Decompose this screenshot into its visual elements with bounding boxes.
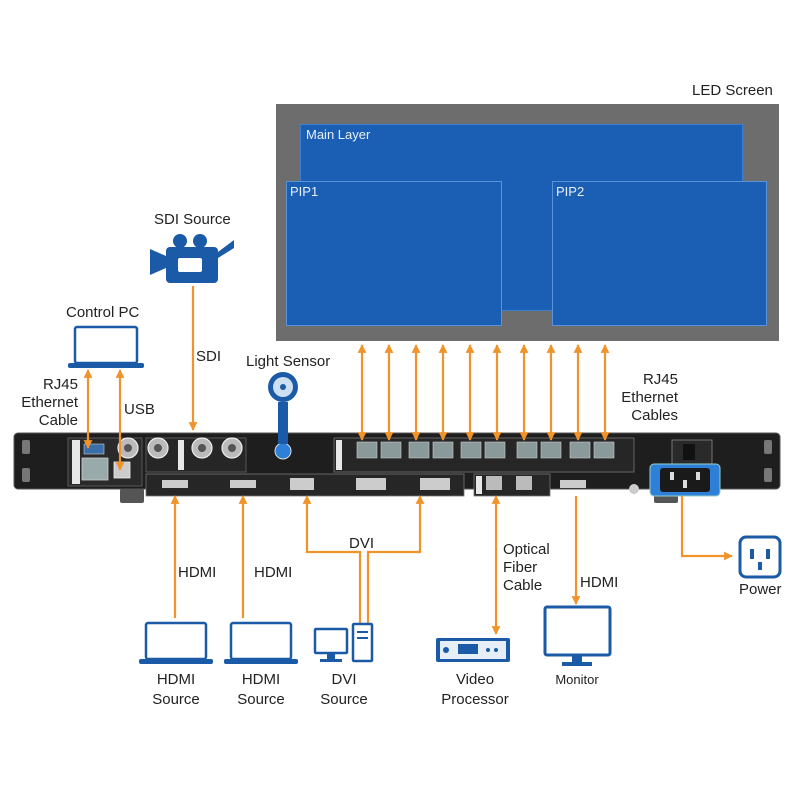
usb-label: USB bbox=[124, 401, 155, 418]
video-camera-icon bbox=[150, 234, 234, 283]
monitor-icon bbox=[543, 605, 612, 666]
light-sensor-port bbox=[274, 442, 292, 460]
dvi-source-label: DVI Source bbox=[320, 671, 368, 708]
power-label: Power bbox=[739, 581, 782, 598]
pc-arrows bbox=[83, 369, 125, 471]
pip1-window bbox=[286, 181, 502, 326]
rj45-right-label: RJ45 Ethernet Cables bbox=[621, 371, 678, 424]
rj45-left-label: RJ45 Ethernet Cable bbox=[21, 376, 78, 429]
pip2-window bbox=[552, 181, 767, 326]
hdmi-source-1-label: HDMI Source bbox=[152, 671, 200, 708]
power-inlet bbox=[629, 463, 721, 497]
monitor-label: Monitor bbox=[555, 672, 599, 687]
fiber-ports bbox=[486, 476, 532, 490]
video-processor-label: Video Processor bbox=[441, 671, 509, 708]
power-arrow bbox=[680, 496, 733, 561]
hdmi-source-2-label: HDMI Source bbox=[237, 671, 285, 708]
video-processor-icon bbox=[436, 638, 510, 662]
optical-fiber-label: Optical Fiber Cable bbox=[503, 541, 550, 594]
pip1-label: PIP1 bbox=[290, 184, 319, 199]
output-arrows bbox=[357, 344, 610, 441]
hdmi-input-arrows bbox=[170, 495, 248, 618]
dvi-label: DVI bbox=[349, 535, 375, 552]
laptop-icon bbox=[68, 325, 144, 368]
sdi-label: SDI bbox=[196, 348, 222, 365]
hdmi-source-laptop-icon bbox=[139, 621, 298, 664]
led-screen-title: LED Screen bbox=[692, 82, 773, 99]
dvi-arrows bbox=[302, 495, 425, 624]
light-sensor-label: Light Sensor bbox=[246, 353, 331, 370]
control-pc-label: Control PC bbox=[66, 304, 140, 321]
sdi-source-label: SDI Source bbox=[154, 211, 231, 228]
dvi-ports bbox=[290, 478, 450, 490]
main-layer-label: Main Layer bbox=[306, 127, 371, 142]
hdmi-label-1: HDMI bbox=[178, 564, 217, 581]
pip2-label: PIP2 bbox=[556, 184, 585, 199]
rj45-output-ports bbox=[356, 441, 615, 459]
light-sensor-icon bbox=[268, 372, 298, 444]
desktop-pc-icon bbox=[313, 622, 374, 663]
hdmi-out-label: HDMI bbox=[580, 574, 619, 591]
hdmi-ports bbox=[162, 480, 586, 488]
hdmi-label-2: HDMI bbox=[254, 564, 293, 581]
power-outlet-icon bbox=[738, 535, 782, 579]
